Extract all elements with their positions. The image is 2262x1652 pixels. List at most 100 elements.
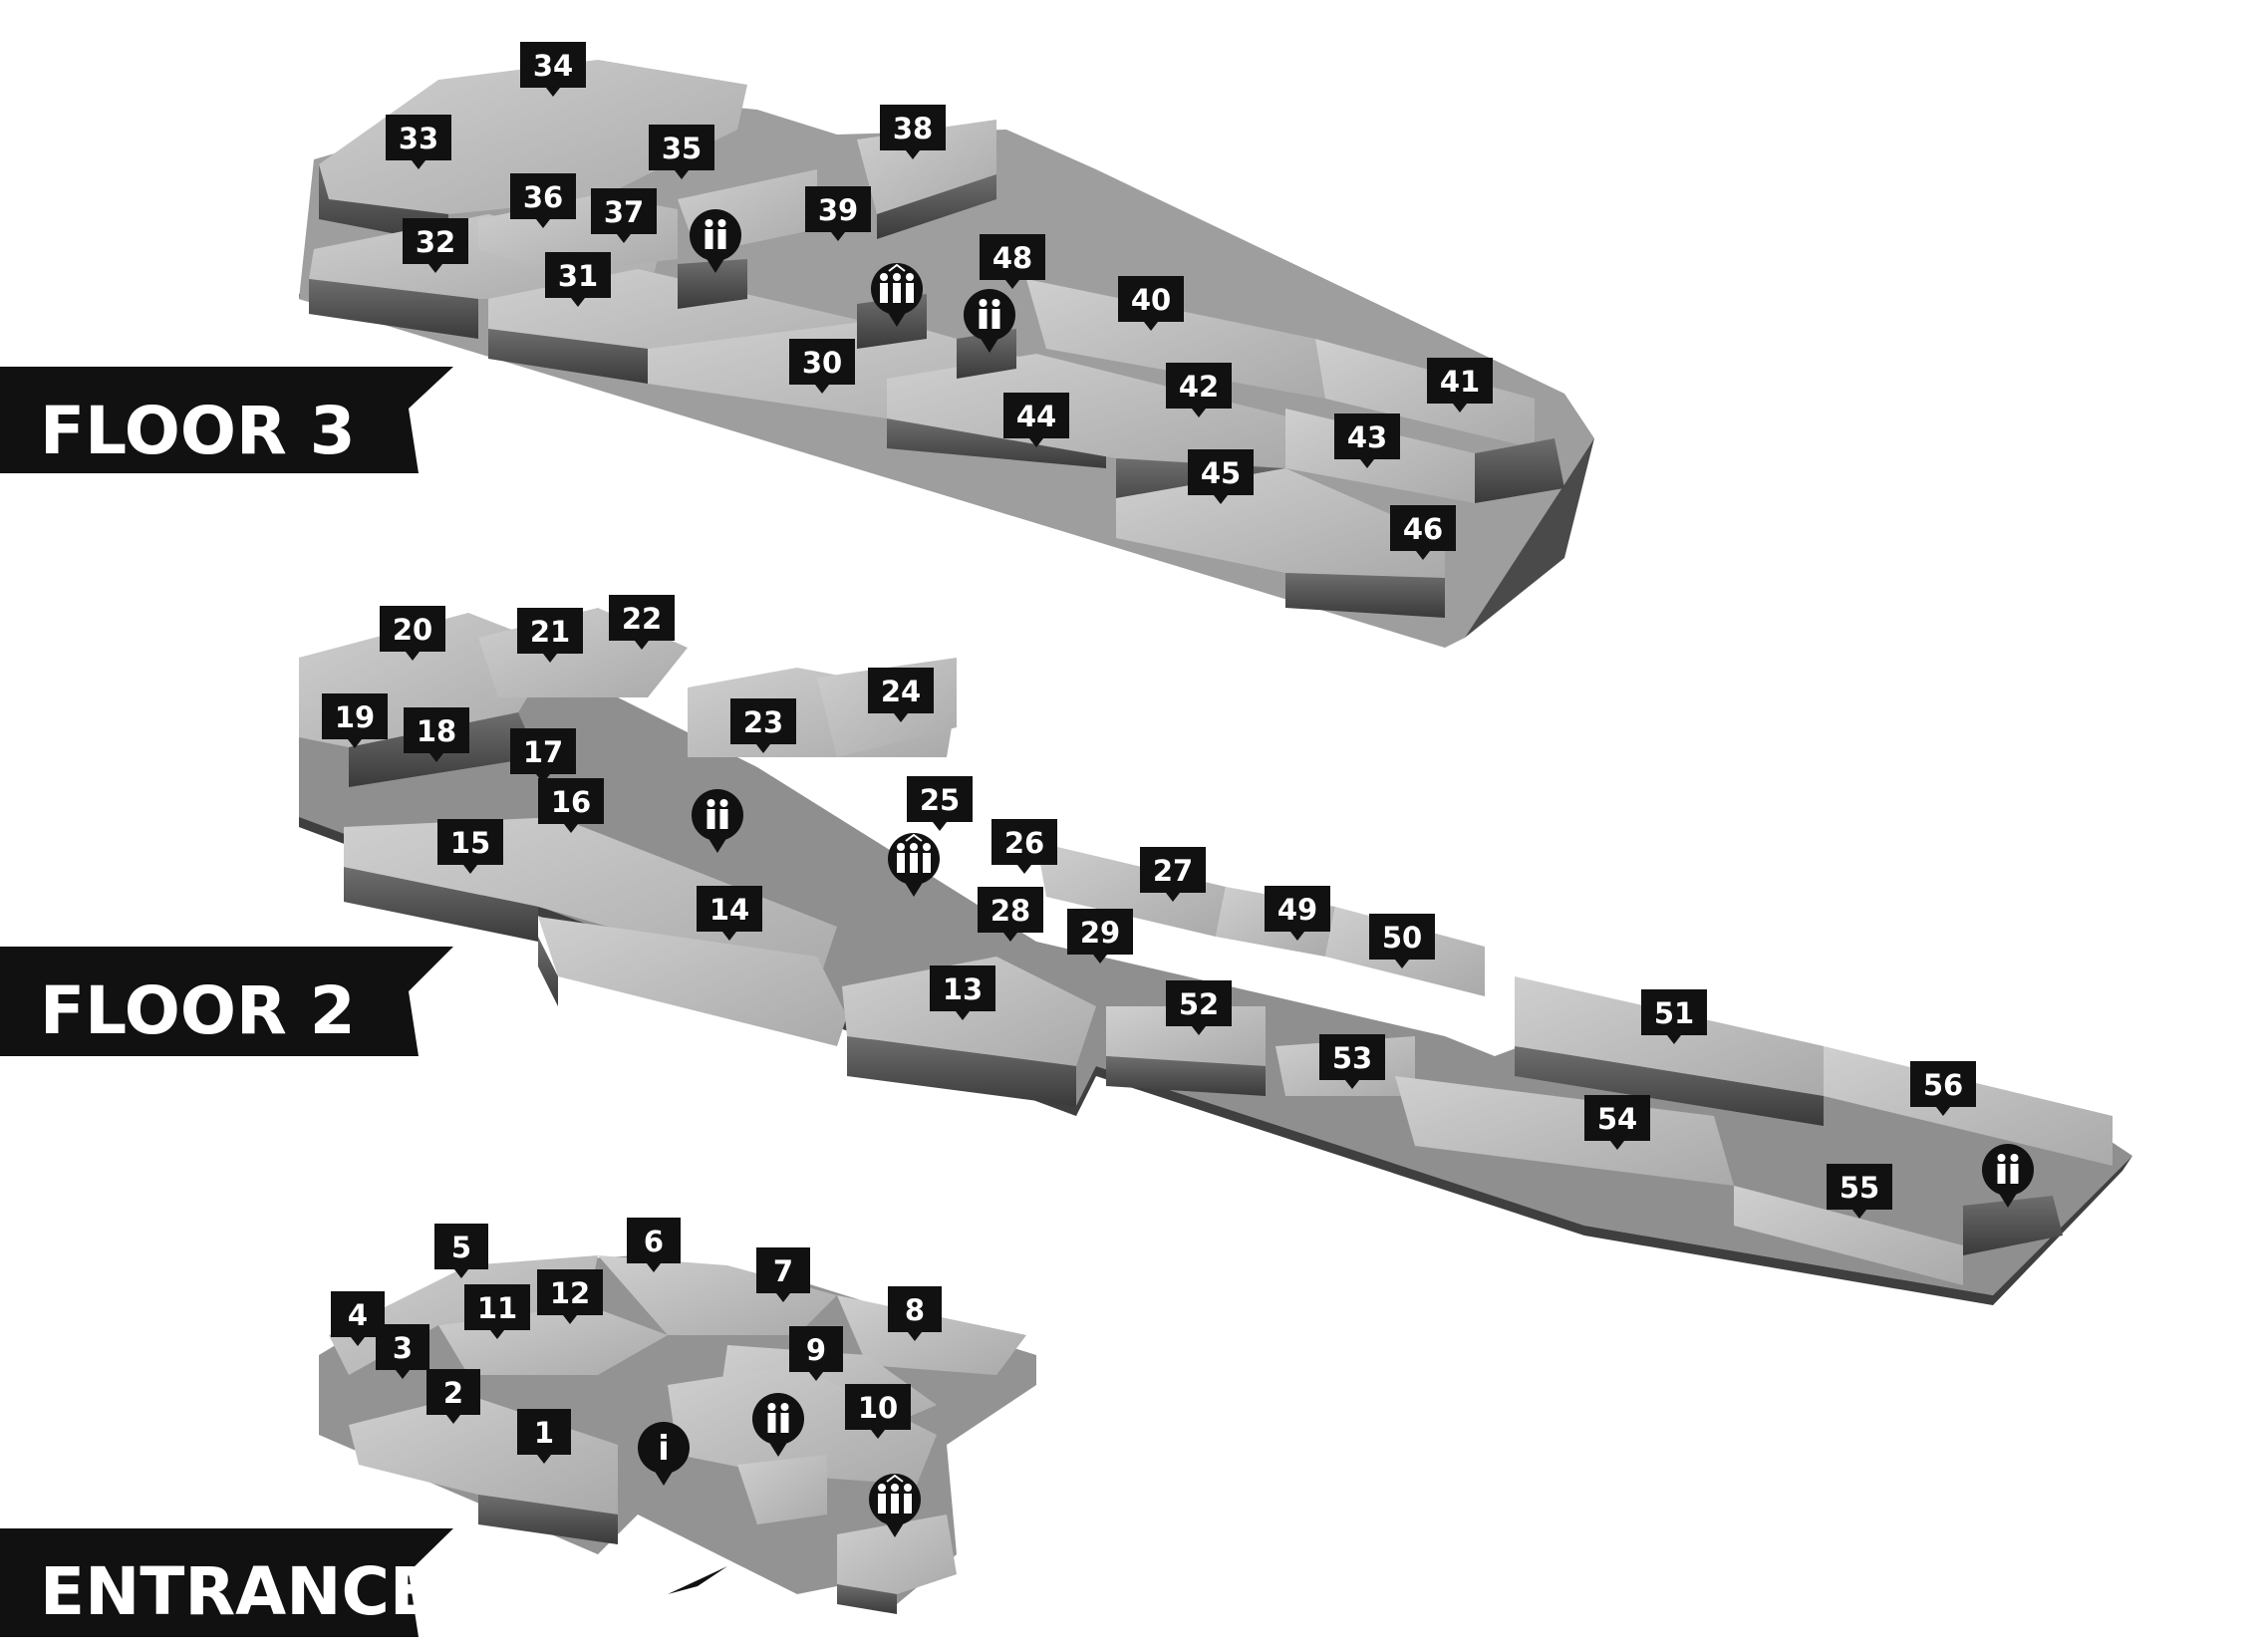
shop-number: 8 <box>905 1293 925 1327</box>
shop-label-18[interactable]: 18 <box>404 707 469 762</box>
restroom-icon[interactable] <box>692 789 743 853</box>
shop-label-24[interactable]: 24 <box>868 668 934 722</box>
shop-label-27[interactable]: 27 <box>1140 847 1206 902</box>
shop-label-36[interactable]: 36 <box>510 173 576 228</box>
shop-label-pointer <box>1093 955 1107 964</box>
shop-label-pointer <box>1290 932 1304 941</box>
restroom-icon[interactable] <box>1982 1144 2034 1208</box>
shop-label-bg <box>434 1224 488 1269</box>
shop-number: 24 <box>881 675 921 708</box>
shop-label-12[interactable]: 12 <box>537 1269 603 1324</box>
elevator-icon[interactable] <box>869 1474 921 1537</box>
shop-label-14[interactable]: 14 <box>697 886 762 941</box>
shop-label-bg <box>868 668 934 713</box>
elevator-icon[interactable] <box>888 833 940 897</box>
shop-label-15[interactable]: 15 <box>437 819 503 874</box>
shop-label-13[interactable]: 13 <box>930 965 995 1020</box>
shop-label-40[interactable]: 40 <box>1118 276 1184 331</box>
shop-label-32[interactable]: 32 <box>403 218 468 273</box>
shop-label-29[interactable]: 29 <box>1067 909 1133 964</box>
shop-label-7[interactable]: 7 <box>756 1247 810 1302</box>
shop-number: 41 <box>1440 365 1480 399</box>
shop-label-5[interactable]: 5 <box>434 1224 488 1278</box>
restroom-icon[interactable] <box>752 1393 804 1457</box>
shop-label-44[interactable]: 44 <box>1003 393 1069 447</box>
shop-label-8[interactable]: 8 <box>888 1286 942 1341</box>
shop-label-52[interactable]: 52 <box>1166 980 1232 1035</box>
shop-label-31[interactable]: 31 <box>545 252 611 307</box>
shop-number: 13 <box>943 972 983 1006</box>
shop-label-pointer <box>543 654 557 663</box>
shop-label-pointer <box>776 1293 790 1302</box>
shop-number: 52 <box>1179 987 1219 1021</box>
shop-label-20[interactable]: 20 <box>380 606 445 661</box>
shop-label-10[interactable]: 10 <box>845 1384 911 1439</box>
shop-label-pointer <box>429 753 443 762</box>
shop-number: 42 <box>1179 370 1219 404</box>
shop-label-bg <box>591 188 657 234</box>
shop-label-9[interactable]: 9 <box>789 1326 843 1381</box>
shop-label-25[interactable]: 25 <box>907 776 973 831</box>
shop-number: 32 <box>416 225 455 259</box>
shop-label-56[interactable]: 56 <box>1910 1061 1976 1116</box>
shop-label-19[interactable]: 19 <box>322 693 388 748</box>
shop-label-pointer <box>563 1315 577 1324</box>
shop-label-pointer <box>1192 1026 1206 1035</box>
shop-label-35[interactable]: 35 <box>649 125 714 179</box>
shop-label-53[interactable]: 53 <box>1319 1034 1385 1089</box>
shop-label-28[interactable]: 28 <box>978 887 1043 942</box>
shop-number: 48 <box>992 241 1032 275</box>
shop-label-48[interactable]: 48 <box>980 234 1045 289</box>
shop-label-bg <box>517 1409 571 1455</box>
shop-label-37[interactable]: 37 <box>591 188 657 243</box>
shop-label-pointer <box>1667 1035 1681 1044</box>
shop-number: 10 <box>858 1391 898 1425</box>
shop-label-43[interactable]: 43 <box>1334 413 1400 468</box>
shop-label-23[interactable]: 23 <box>730 698 796 753</box>
shop-label-46[interactable]: 46 <box>1390 505 1456 560</box>
shop-label-21[interactable]: 21 <box>517 608 583 663</box>
shop-label-bg <box>789 1326 843 1372</box>
shop-label-22[interactable]: 22 <box>609 595 675 650</box>
shop-label-bg <box>1319 1034 1385 1080</box>
shop-label-1[interactable]: 1 <box>517 1409 571 1464</box>
shop-label-bg <box>1334 413 1400 459</box>
shop-label-pointer <box>1395 960 1409 968</box>
shop-label-30[interactable]: 30 <box>789 339 855 394</box>
shop-label-4[interactable]: 4 <box>331 1291 385 1346</box>
shop-label-49[interactable]: 49 <box>1265 886 1330 941</box>
shop-label-45[interactable]: 45 <box>1188 449 1254 504</box>
shop-label-39[interactable]: 39 <box>805 186 871 241</box>
restroom-icon[interactable] <box>964 289 1015 353</box>
shop-label-pointer <box>564 824 578 833</box>
shop-label-38[interactable]: 38 <box>880 105 946 159</box>
shop-label-50[interactable]: 50 <box>1369 914 1435 968</box>
shop-number: 28 <box>990 894 1030 928</box>
shop-label-11[interactable]: 11 <box>464 1284 530 1339</box>
shop-number: 29 <box>1080 916 1120 950</box>
shop-number: 9 <box>806 1333 826 1367</box>
shop-label-17[interactable]: 17 <box>510 728 576 783</box>
shop-label-6[interactable]: 6 <box>627 1218 681 1272</box>
shop-label-2[interactable]: 2 <box>426 1369 480 1424</box>
shop-label-42[interactable]: 42 <box>1166 363 1232 417</box>
shop-label-33[interactable]: 33 <box>386 115 451 169</box>
info-icon[interactable]: i <box>638 1422 690 1486</box>
shop-label-pointer <box>647 1263 661 1272</box>
shop-label-34[interactable]: 34 <box>520 42 586 97</box>
restroom-icon[interactable] <box>690 209 741 273</box>
shop-label-51[interactable]: 51 <box>1641 989 1707 1044</box>
shop-number: 4 <box>348 1298 368 1332</box>
shop-label-55[interactable]: 55 <box>1827 1164 1892 1219</box>
shop-label-pointer <box>1166 893 1180 902</box>
shop-label-bg <box>980 234 1045 280</box>
shop-label-pointer <box>546 88 560 97</box>
shop-label-41[interactable]: 41 <box>1427 358 1493 413</box>
shop-number: 44 <box>1016 400 1056 433</box>
shop-label-bg <box>545 252 611 298</box>
shop-label-pointer <box>351 1337 365 1346</box>
shop-label-54[interactable]: 54 <box>1584 1095 1650 1150</box>
shop-label-16[interactable]: 16 <box>538 778 604 833</box>
shop-label-26[interactable]: 26 <box>991 819 1057 874</box>
elevator-icon[interactable] <box>871 263 923 327</box>
